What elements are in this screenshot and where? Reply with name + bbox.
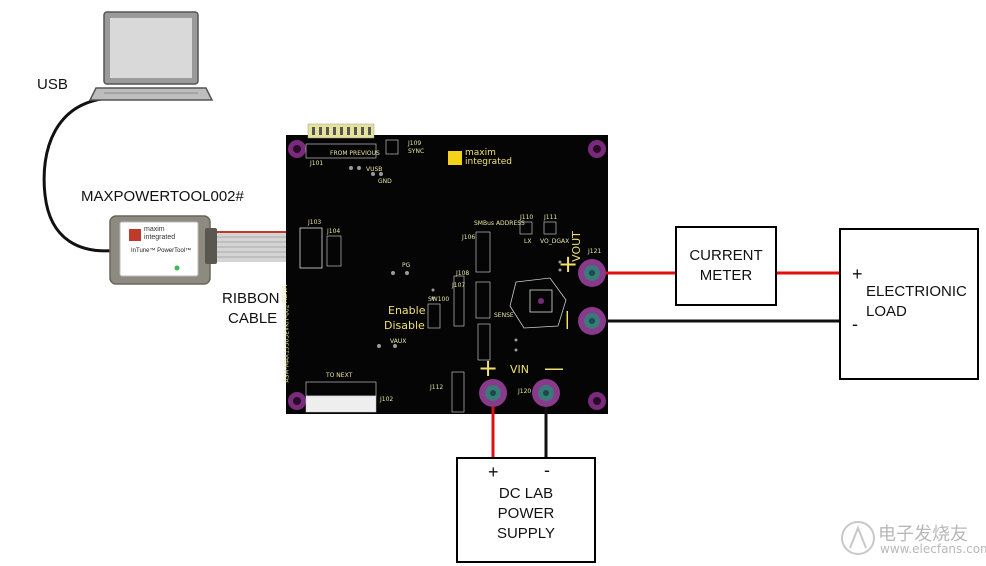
pcb-brand-line1: maxim	[465, 148, 496, 158]
watermark-url: www.elecfans.com	[880, 542, 986, 556]
pcb-disable-label: Disable	[384, 319, 425, 332]
pcb-board-id-label: ASM-MAX15303EVKIT-002	[283, 304, 291, 383]
pcb-ref-label: J112	[430, 384, 444, 391]
pcb-enable-label: Enable	[388, 304, 426, 317]
pcb-vin-plus: +	[478, 354, 499, 382]
dongle-product-label: InTune™ PowerTool™	[131, 248, 192, 254]
pcb-ref-label: GND	[378, 178, 392, 185]
pcb-ref-label: J102	[380, 396, 394, 403]
pcb-ref-label: J101	[310, 160, 324, 167]
pcb-ref-label: J111	[544, 214, 558, 221]
supply-line3: SUPPLY	[496, 525, 556, 542]
usb-label: USB	[37, 76, 68, 93]
laptop-icon	[88, 11, 214, 101]
pcb-ref-label: J121	[588, 248, 602, 255]
pcb-ref-label: J120	[518, 388, 532, 395]
pcb-vin-label: VIN	[510, 363, 529, 376]
current-meter-line2: METER	[699, 267, 753, 284]
dongle-brand-line2: integrated	[144, 234, 176, 241]
pcb-ref-label: J103	[308, 219, 322, 226]
power-supply-box	[456, 457, 596, 563]
electronic-load-box	[839, 228, 979, 380]
pcb-ref-label: VO_DGAX	[540, 238, 570, 245]
usb-cable	[42, 96, 121, 253]
pcb-ref-label: J104	[327, 228, 341, 235]
pcb-vout-plus: +	[558, 250, 579, 278]
ribbon-label-line2: CABLE	[228, 310, 278, 327]
pcb-smbus-address-label: SMBus ADDRESS	[474, 220, 525, 227]
ribbon-label-line1: RIBBON	[222, 290, 280, 307]
supply-line2: POWER	[497, 505, 555, 522]
dongle-brand-line1: maxim	[144, 226, 165, 233]
pcb-ref-label: VAUX	[390, 338, 407, 345]
load-plus-label: +	[852, 264, 863, 284]
maxim-logo-icon	[129, 229, 141, 241]
watermark-logo	[841, 521, 875, 555]
pcb-ref-label: LX	[524, 238, 532, 245]
watermark-cn: 电子发烧友	[878, 524, 968, 545]
pcb-ref-label: SYNC	[408, 148, 425, 155]
supply-line1: DC LAB	[498, 485, 554, 502]
pcb-from-previous-label: FROM PREVIOUS	[330, 150, 380, 157]
pcb-ref-label: J106	[462, 234, 476, 241]
supply-minus-label: -	[544, 460, 550, 480]
pcb-ref-label: J109	[408, 140, 422, 147]
pcb-ref-label: J107	[452, 282, 466, 289]
current-meter-box	[675, 226, 777, 306]
pcb-vin-minus: —	[544, 356, 564, 380]
load-line1: ELECTRIONIC	[866, 283, 967, 300]
pcb-ref-label: SENSE	[494, 312, 514, 319]
current-meter-line1: CURRENT	[689, 247, 763, 264]
pcb-brand-line2: integrated	[465, 157, 512, 167]
pcb-ref-label: SW100	[428, 296, 450, 303]
pcb-ref-label: J108	[456, 270, 470, 277]
pcb-to-next-label: TO NEXT	[326, 372, 353, 379]
supply-plus-label: +	[488, 462, 499, 482]
pcb-ref-label: J110	[520, 214, 534, 221]
dongle-name-label: MAXPOWERTOOL002#	[81, 188, 244, 205]
pcb-vout-minus: —	[554, 310, 578, 330]
pcb-ref-label: VUSB	[366, 166, 383, 173]
evaluation-board	[286, 123, 608, 414]
ribbon-cable	[205, 231, 310, 262]
load-minus-label: -	[852, 314, 858, 334]
pcb-ref-label: PG	[402, 262, 411, 269]
pcb-rev-label: REVA	[281, 284, 290, 304]
load-line2: LOAD	[866, 303, 907, 320]
